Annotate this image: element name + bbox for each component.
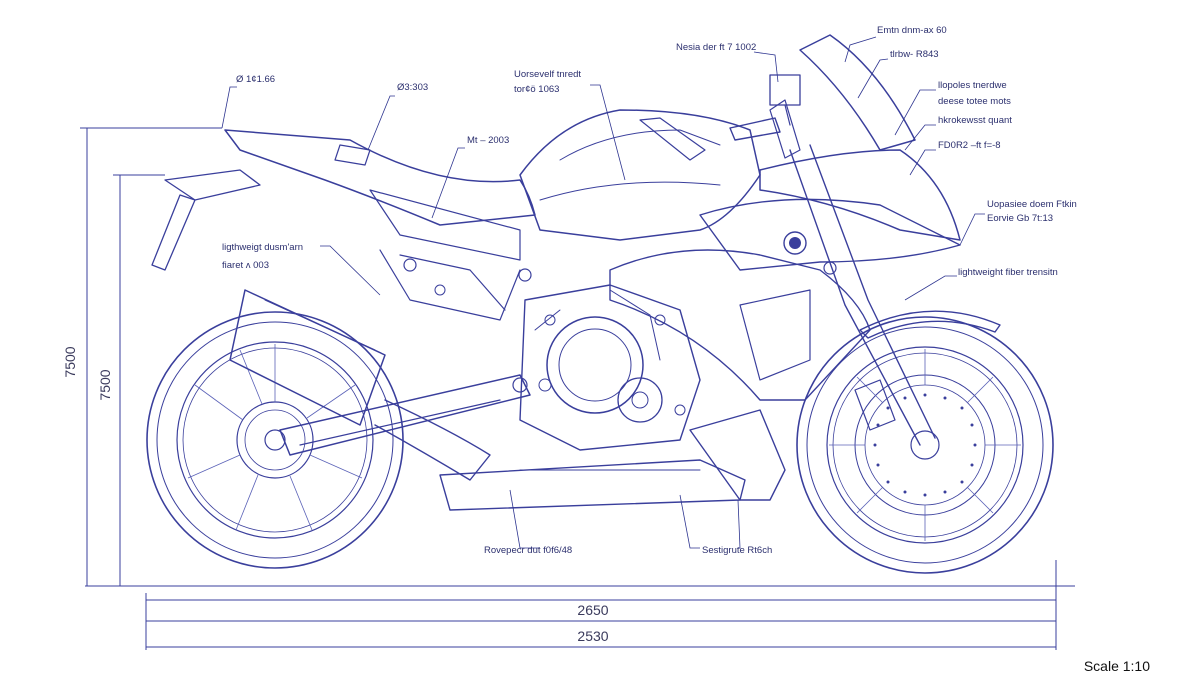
callout-label-3: Uorsevelf tnredt: [514, 69, 581, 80]
scale-note: Scale 1:10: [1084, 658, 1150, 674]
callout-label-10: deese totee mots: [938, 96, 1011, 107]
callout-label-16: fiaret ʌ 003: [222, 260, 269, 271]
belly-pan: [689, 409, 786, 501]
front-fender: [859, 310, 1001, 339]
callout-label-6: Nesia der ft 7 1002: [676, 42, 756, 53]
swingarm: [279, 374, 531, 456]
front-wheel: [796, 316, 1054, 574]
callout-label-9: llopoles tnerdwe: [938, 80, 1007, 91]
dimension-height-outer: 7500: [62, 346, 78, 377]
callout-label-12: FD0R2 –ft f=-8: [938, 140, 1001, 151]
fuel-tank: [519, 109, 761, 241]
callout-label-18: Rovepecr dut f0f6/48: [484, 545, 572, 556]
dimension-length-wheelbase: 2650: [577, 602, 608, 618]
callout-label-17: lightweight fiber trensitn: [958, 267, 1058, 278]
callout-label-5: Mt – 2003: [467, 135, 509, 146]
dimension-lines: [80, 127, 1075, 650]
dimension-height-inner: 7500: [97, 369, 113, 400]
callout-label-13: Uopasiee doem Ftkin: [987, 199, 1077, 210]
subframe: [379, 249, 532, 321]
brand-badge-icon: [789, 237, 801, 249]
handlebar: [729, 74, 801, 141]
dimension-length-total: 2530: [577, 628, 608, 644]
callout-label-15: ligthweigt dusm'arn: [222, 242, 303, 253]
engine: [519, 284, 701, 451]
brake-disc-holes: [873, 393, 977, 497]
callout-labels: Ø 1¢1.66 Ø3:303 Uorsevelf tnredt tor¢ö 1…: [222, 25, 1077, 556]
callout-label-4: tor¢ö 1063: [514, 84, 559, 95]
callout-label-11: hkrokewsst quant: [938, 115, 1012, 126]
seat-and-tail: [151, 129, 536, 271]
exhaust: [229, 289, 746, 511]
front-fork: [769, 99, 936, 446]
callout-label-19: Sestigrute Rt6ch: [702, 545, 772, 556]
callout-label-2: Ø3:303: [397, 82, 428, 93]
callout-label-1: Ø 1¢1.66: [236, 74, 275, 85]
callout-label-14: Eorvie Gb 7t:13: [987, 213, 1053, 224]
front-fairing: [609, 34, 961, 401]
leader-lines: [221, 36, 985, 549]
callout-label-8: tlrbw- R843: [890, 49, 939, 60]
callout-label-7: Emtn dnm-ax 60: [877, 25, 947, 36]
rear-wheel: [146, 311, 404, 569]
